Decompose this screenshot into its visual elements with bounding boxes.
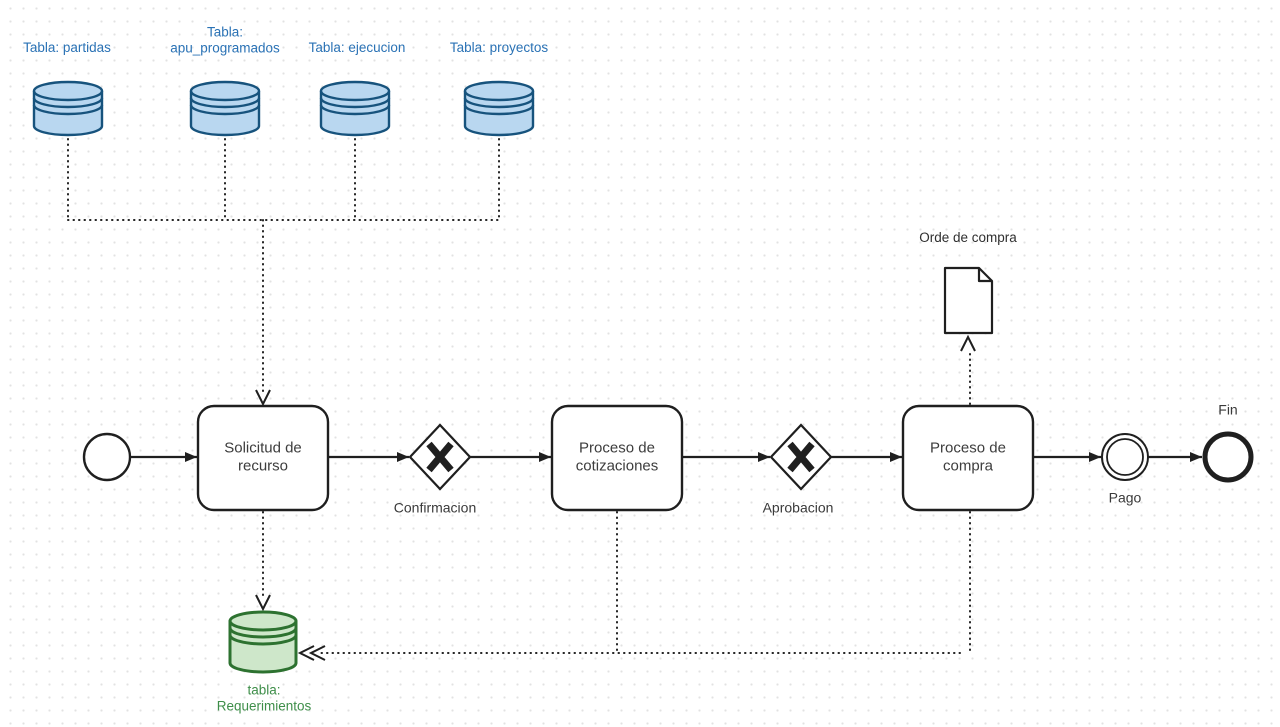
x-gateway-icon: [787, 441, 815, 473]
document-orde-de-compra[interactable]: [943, 266, 994, 335]
database-label-ejecucion: Tabla: ejecucion: [308, 39, 406, 55]
intermediate-event-pago[interactable]: [1101, 433, 1149, 481]
datastore-label-requerimientos: tabla: Requerimientos: [216, 682, 312, 714]
start-event[interactable]: [82, 432, 132, 482]
database-label-apu-programados: Tabla: apu_programados: [170, 24, 280, 56]
database-label-proyectos: Tabla: proyectos: [449, 39, 549, 55]
gateway-confirmacion[interactable]: [408, 423, 472, 491]
task-label-cotizaciones: Proceso de cotizaciones: [575, 439, 659, 475]
datastore-requerimientos[interactable]: [228, 610, 298, 674]
database-proyectos[interactable]: [463, 80, 535, 137]
task-proceso-de-compra[interactable]: [901, 404, 1035, 512]
gateway-label-confirmacion: Confirmacion: [393, 499, 477, 516]
event-label-fin: Fin: [1218, 401, 1238, 418]
folded-corner-icon: [977, 268, 992, 283]
task-proceso-de-cotizaciones[interactable]: [550, 404, 684, 512]
x-gateway-icon: [426, 441, 454, 473]
event-label-pago: Pago: [1108, 489, 1142, 506]
task-label-solicitud: Solicitud de recurso: [224, 439, 302, 475]
assoc-compra-to-requerimientos[interactable]: [308, 511, 971, 661]
task-solicitud-de-recurso[interactable]: [196, 404, 330, 512]
task-label-compra: Proceso de compra: [930, 439, 1006, 475]
gateway-aprobacion[interactable]: [769, 423, 833, 491]
database-ejecucion[interactable]: [319, 80, 391, 137]
end-event-fin[interactable]: [1202, 431, 1254, 483]
document-label: Orde de compra: [919, 229, 1017, 245]
assoc-solicitud-to-requerimientos[interactable]: [255, 511, 271, 612]
assoc-cotizaciones-to-requerimientos[interactable]: [297, 511, 961, 661]
database-apu-programados[interactable]: [189, 80, 261, 137]
database-label-partidas: Tabla: partidas: [23, 39, 111, 55]
assoc-compra-to-document[interactable]: [960, 334, 976, 405]
database-partidas[interactable]: [32, 80, 104, 137]
db-links-to-solicitud[interactable]: [67, 138, 500, 407]
gateway-label-aprobacion: Aprobacion: [762, 499, 834, 516]
